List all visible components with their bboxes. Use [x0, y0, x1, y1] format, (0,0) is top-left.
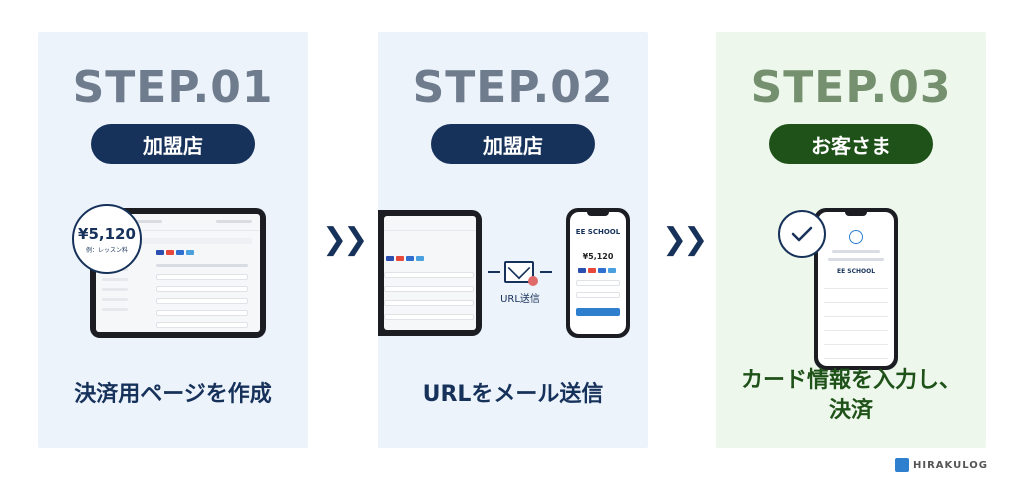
mail-icon [504, 261, 534, 283]
actor-badge: お客さま [769, 124, 933, 164]
logo-text: HIRAKULOG [913, 459, 988, 471]
actor-badge: 加盟店 [91, 124, 255, 164]
arrow-line [540, 271, 552, 273]
chevron-right-icon: ❯❯ [662, 222, 708, 257]
phone-school: EE SCHOOL [836, 268, 876, 275]
notification-dot [528, 276, 538, 286]
phone-mockup: EE SCHOOL ¥5,120 [566, 208, 630, 338]
step-number: STEP.02 [412, 62, 614, 113]
tablet-screen [384, 216, 476, 330]
step-panel-1: STEP.01 加盟店 [38, 32, 308, 448]
phone-school: EE SCHOOL [575, 228, 621, 236]
step-caption: カード情報を入力し、決済 [740, 368, 961, 423]
step-caption: 決済用ページを作成 [74, 382, 272, 407]
logo-icon [895, 458, 909, 472]
step-number: STEP.01 [72, 62, 274, 113]
bubble-price: ¥5,120 [78, 224, 136, 243]
brand-logo: HIRAKULOG [895, 458, 988, 472]
arrow-line [488, 271, 500, 273]
step-panel-3: STEP.03 お客さま EE SCHOOL カード情報を入力し、決済 [716, 32, 986, 448]
actor-badge: 加盟店 [431, 124, 595, 164]
check-icon [778, 210, 826, 258]
bubble-sub: 例：レッスン料 [85, 246, 128, 254]
price-bubble: ¥5,120 例：レッスン料 [72, 204, 142, 274]
phone-screen: EE SCHOOL ¥5,120 [570, 212, 626, 334]
step-panel-2: STEP.02 加盟店 URL送信 [378, 32, 648, 448]
mail-label: URL送信 [500, 294, 540, 305]
chevron-right-icon: ❯❯ [322, 222, 368, 257]
phone-price: ¥5,120 [582, 252, 614, 261]
phone-screen: EE SCHOOL [818, 212, 894, 366]
tablet-mockup [378, 210, 482, 336]
step-caption: URLをメール送信 [422, 382, 604, 407]
step-number: STEP.03 [750, 62, 952, 113]
phone-mockup: EE SCHOOL [814, 208, 898, 370]
